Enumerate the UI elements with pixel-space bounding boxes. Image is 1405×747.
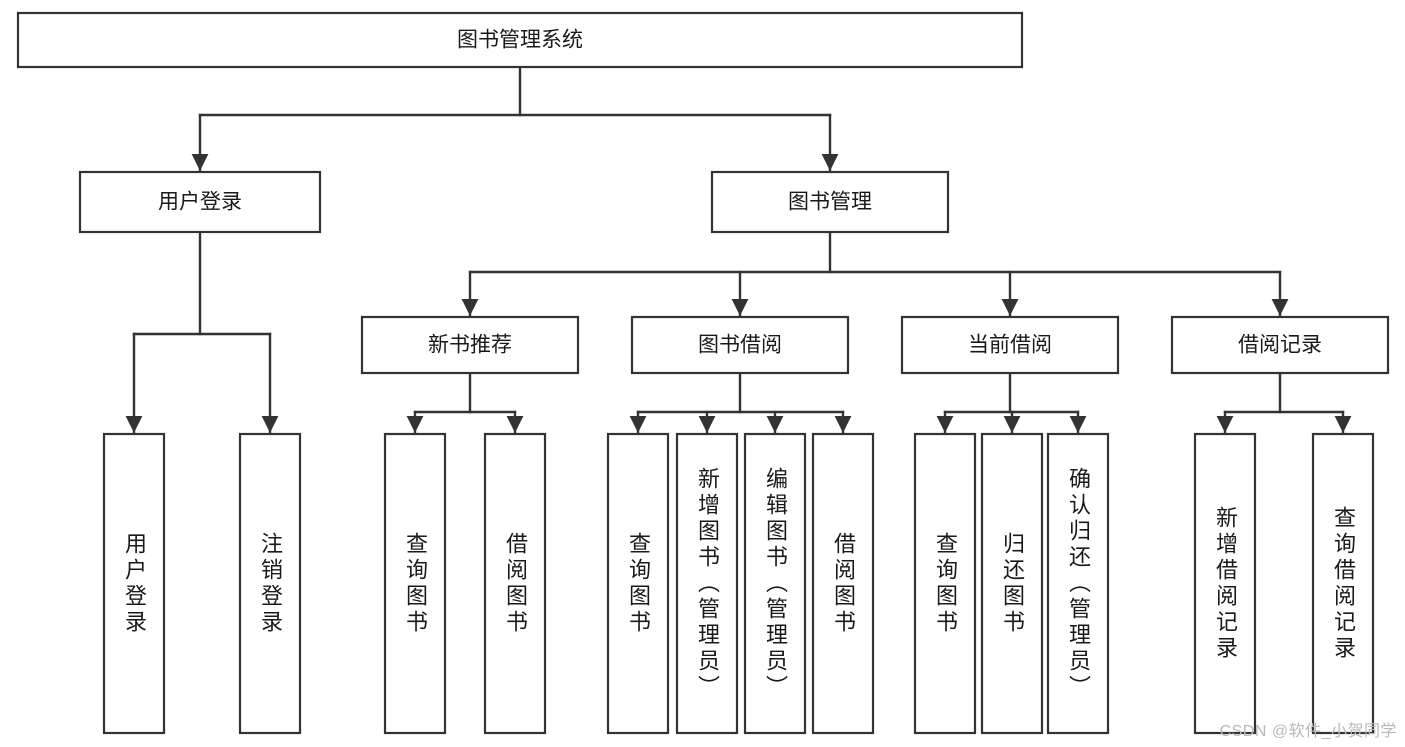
node-level1-book-management[interactable] — [710, 170, 950, 234]
node-label-book-management: 图书管理 — [788, 191, 872, 214]
node-leaf-leaf-user-logout[interactable] — [238, 432, 302, 735]
node-level1-user-login[interactable] — [78, 170, 322, 234]
node-label-user-login: 用户登录 — [158, 191, 242, 214]
node-label-root: 图书管理系统 — [457, 29, 583, 52]
node-leaf-leaf-borrow-book[interactable] — [811, 432, 875, 735]
node-leaf-leaf-add-book-admin[interactable] — [675, 432, 739, 735]
node-label-borrow-record: 借阅记录 — [1238, 334, 1322, 357]
node-leaf-leaf-add-borrow-record[interactable] — [1193, 432, 1257, 735]
watermark-text: CSDN @软件_小贺同学 — [1219, 723, 1397, 740]
node-label-current-borrow: 当前借阅 — [968, 334, 1052, 357]
node-leaf-leaf-confirm-return-admin[interactable] — [1046, 432, 1110, 735]
node-leaf-leaf-edit-book-admin[interactable] — [743, 432, 807, 735]
boxes-layer — [16, 11, 1390, 735]
node-root-root[interactable] — [16, 11, 1024, 69]
node-level2-borrow-record[interactable] — [1170, 315, 1390, 375]
node-leaf-leaf-query-book-current[interactable] — [913, 432, 977, 735]
node-leaf-leaf-query-borrow-record[interactable] — [1311, 432, 1375, 735]
connectors-layer — [125, 65, 1352, 434]
node-leaf-leaf-query-book-recommend[interactable] — [383, 432, 447, 735]
node-leaf-leaf-user-login[interactable] — [102, 432, 166, 735]
node-level2-current-borrow[interactable] — [900, 315, 1120, 375]
node-level2-new-book-recommend[interactable] — [360, 315, 580, 375]
node-leaf-leaf-return-book[interactable] — [980, 432, 1044, 735]
node-leaf-leaf-borrow-book-recommend[interactable] — [483, 432, 547, 735]
node-level2-book-borrow[interactable] — [630, 315, 850, 375]
node-label-new-book-recommend: 新书推荐 — [428, 334, 512, 357]
node-leaf-leaf-query-book-borrow[interactable] — [606, 432, 670, 735]
node-label-book-borrow: 图书借阅 — [698, 334, 782, 357]
